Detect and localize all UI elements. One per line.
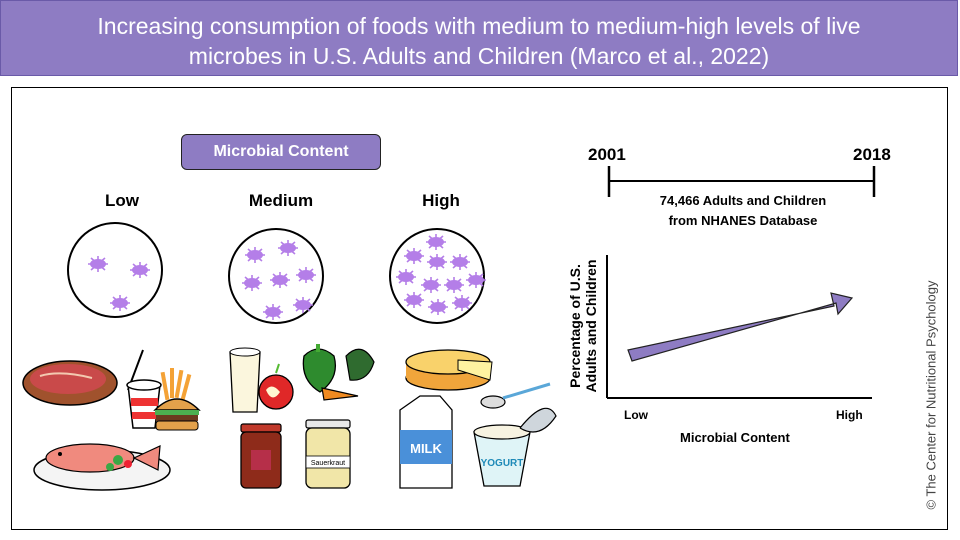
carrot-icon <box>321 387 359 401</box>
apple-icon <box>258 363 294 410</box>
petri-dish-high <box>389 228 487 324</box>
timeline-end-year: 2018 <box>853 145 891 164</box>
y-label-line-2: Adults and Children <box>583 259 599 393</box>
fries-icon <box>160 368 192 401</box>
trend-arrow <box>627 292 854 362</box>
level-medium-label: Medium <box>248 191 314 210</box>
soda-cup-icon <box>126 349 162 429</box>
microbial-content-badge: Microbial Content <box>181 134 381 170</box>
sample-note-line-1: 74,466 Adults and Children <box>659 193 827 208</box>
petri-dish-medium <box>228 228 324 324</box>
sauerkraut-jar-icon: Sauerkraut <box>305 419 351 489</box>
fish-plate-icon <box>33 443 171 491</box>
timeline-start-year: 2001 <box>588 145 626 164</box>
leaf-icon <box>345 348 375 381</box>
level-low-label: Low <box>105 191 139 210</box>
petri-dish-low <box>67 222 163 318</box>
sample-note-line-2: from NHANES Database <box>668 213 818 228</box>
cheese-wheel-icon <box>405 349 493 391</box>
title-banner: Increasing consumption of foods with med… <box>0 0 958 76</box>
x-tick-low: Low <box>624 408 648 422</box>
title-line-2: microbes in U.S. Adults and Children (Ma… <box>188 43 770 69</box>
steak-icon <box>22 360 118 406</box>
trend-chart-y-label: Percentage of U.S. Adults and Children <box>567 251 599 401</box>
y-label-line-1: Percentage of U.S. <box>567 264 583 388</box>
title-line-1: Increasing consumption of foods with med… <box>97 13 861 39</box>
milk-glass-icon <box>229 347 261 413</box>
copyright-notice: © The Center for Nutritional Psychology <box>923 280 939 510</box>
yogurt-label: YOGURT <box>481 458 524 469</box>
sauerkraut-label: Sauerkraut <box>311 460 345 467</box>
burger-icon <box>153 398 201 431</box>
jam-jar-icon <box>240 423 282 489</box>
x-tick-high: High <box>836 408 863 422</box>
level-high-label: High <box>422 191 460 210</box>
trend-chart-x-label: Microbial Content <box>680 430 790 445</box>
spoon-icon <box>480 382 551 409</box>
timeline <box>607 166 876 197</box>
pepper-icon <box>302 344 337 393</box>
milk-carton-icon: MILK <box>399 395 453 489</box>
yogurt-cup-icon: YOGURT <box>473 407 557 487</box>
milk-label: MILK <box>410 441 442 456</box>
trend-chart-axes <box>606 255 872 399</box>
